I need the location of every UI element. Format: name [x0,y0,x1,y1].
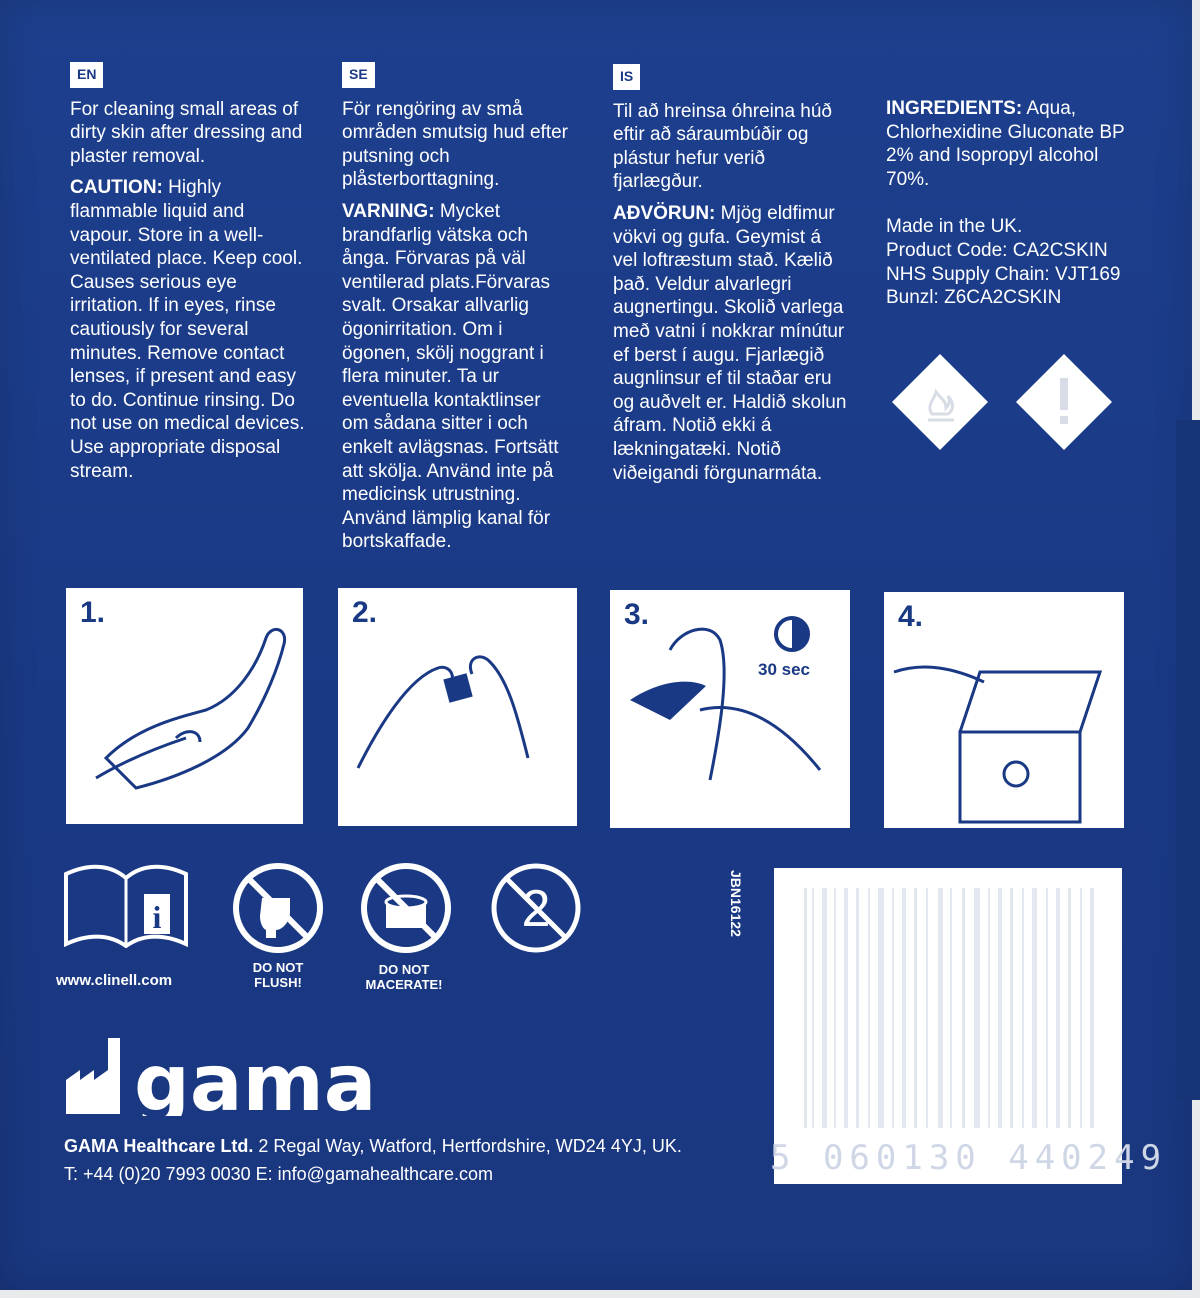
biohazard-icon [1002,760,1030,788]
ingredients: INGREDIENTS: Aqua, Chlorhexidine Glucona… [886,97,1136,191]
logo-wordmark: gama [134,1039,376,1116]
barcode-number: 5 060130 440249 [770,1138,1168,1178]
timer-label: 30 sec [758,660,810,679]
step-panel-3: 3. 30 sec [610,590,850,828]
en-usage: For cleaning small areas of dirty skin a… [70,98,303,167]
company-address: GAMA Healthcare Ltd. 2 Regal Way, Watfor… [64,1132,764,1188]
language-badge-en: EN [70,62,104,88]
is-caution-label: AÐVÖRUN: [613,202,716,224]
no-flush-label: DO NOT FLUSH! [252,960,304,990]
column-se: SE För rengöring av små områden smutsig … [342,62,572,554]
dispose-bin-icon [893,665,1103,824]
en-caution-text: Highly flammable liquid and vapour. Stor… [70,177,305,482]
en-caution-label: CAUTION: [70,177,163,199]
se-caution: VARNING: Mycket brandfarlig vätska och å… [342,200,572,554]
se-caution-text: Mycket brandfarlig vätska och ånga. Förv… [342,200,559,553]
arrow-icon [630,681,706,720]
ingredients-text: Aqua, Chlorhexidine Gluconate BP 2% and … [886,98,1125,190]
is-usage: Til að hreinsa óhreina húð eftir að sára… [613,100,832,193]
instructions-book-icon: i [64,864,188,948]
step-number: 3. [624,598,650,631]
step-number: 1. [80,596,106,629]
company-street: 2 Regal Way, Watford, Hertfordshire, WD2… [253,1136,682,1156]
column-en: EN For cleaning small areas of dirty ski… [70,62,310,483]
wipe-skin-icon [630,616,822,781]
do-not-reuse-icon: 2 [491,863,581,953]
is-caution-text: Mjög eldfimur vökvi og gufa. Geymist á v… [613,202,847,484]
column-info: INGREDIENTS: Aqua, Chlorhexidine Glucona… [886,97,1136,310]
svg-text:i: i [153,899,162,935]
exclamation-icon [1016,354,1112,450]
batch-code: JBN16122 [728,870,744,937]
product-code: Product Code: CA2CSKIN [886,239,1108,261]
step-panel-4: 4. [884,592,1124,828]
step-number: 4. [898,600,924,633]
made-in: Made in the UK. [886,216,1023,238]
barcode-bars-icon [804,888,1094,1128]
ingredients-label: INGREDIENTS: [886,98,1023,119]
gama-logo-icon: gama [66,1038,376,1116]
no-macerate-icon [361,863,451,953]
step-panel-1: 1. [66,588,303,824]
hazard-pictograms [892,354,1112,450]
no-macerate-label: DO NOT MACERATE! [365,962,443,992]
language-badge-is: IS [613,64,641,90]
step-number: 2. [352,596,378,629]
website-url: www.clinell.com [56,972,173,989]
package-flap [1176,420,1200,1100]
column-is: IS Til að hreinsa óhreina húð eftir að s… [613,64,849,485]
step-panel-2: 2. [338,588,577,826]
open-sachet-icon [356,655,530,769]
se-usage: För rengöring av små områden smutsig hud… [342,98,569,191]
nhs-code: NHS Supply Chain: VJT169 [886,263,1121,285]
language-badge-se: SE [342,62,375,88]
company-name: GAMA Healthcare Ltd. [64,1136,254,1156]
address-line: GAMA Healthcare Ltd. 2 Regal Way, Watfor… [64,1132,764,1160]
bunzl-code: Bunzl: Z6CA2CSKIN [886,287,1062,309]
contact-line: T: +44 (0)20 7993 0030 E: info@gamahealt… [64,1164,494,1184]
se-caution-label: VARNING: [342,200,435,222]
no-flush-icon [233,863,323,953]
is-caution: AÐVÖRUN: Mjög eldfimur vökvi og gufa. Ge… [613,202,849,485]
flammable-icon [892,354,988,450]
barcode-panel [774,868,1122,1184]
en-caution: CAUTION: Highly flammable liquid and vap… [70,176,310,483]
glove-removal-icon [95,628,287,790]
